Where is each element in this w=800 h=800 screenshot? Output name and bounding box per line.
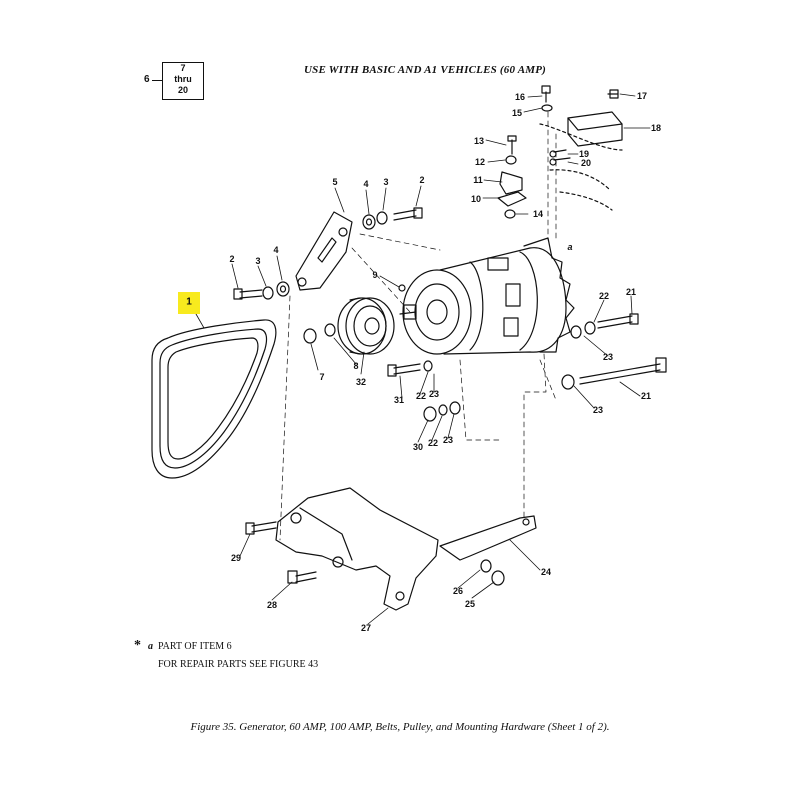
callout-23-right-upper: 23 (602, 352, 614, 362)
callout-22-lower: 22 (427, 438, 439, 448)
wiring-drawing (539, 123, 623, 211)
callout-3-upper: 3 (383, 177, 389, 187)
callout-22-right: 22 (598, 291, 610, 301)
callout-25: 25 (464, 599, 476, 609)
note-repair-parts: FOR REPAIR PARTS SEE FIGURE 43 (158, 659, 319, 670)
callout-16: 16 (514, 92, 526, 102)
callout-3-left: 3 (255, 256, 261, 266)
callout-5: 5 (332, 177, 338, 187)
callout-32: 32 (355, 377, 367, 387)
callout-20: 20 (580, 158, 592, 168)
note-a-mark: a (148, 641, 153, 652)
callout-23-right-lower: 23 (592, 405, 604, 415)
callout-9: 9 (372, 270, 378, 280)
callout-17: 17 (636, 91, 648, 101)
leader-lines (195, 93, 651, 625)
reference-item-number: 6 (144, 74, 150, 85)
callout-4-upper: 4 (363, 179, 369, 189)
callout-21-upper: 21 (625, 287, 637, 297)
adjusting-bracket-drawing (295, 211, 353, 291)
callout-4-left: 4 (273, 245, 279, 255)
callout-10: 10 (470, 194, 482, 204)
callout-1: 1 (186, 296, 192, 308)
callout-2-upper: 2 (419, 175, 425, 185)
callout-30: 30 (412, 442, 424, 452)
generator-drawing (399, 237, 575, 355)
reference-range-box: 7 thru 20 (162, 62, 204, 100)
drive-belt-drawing (151, 319, 277, 479)
callout-15: 15 (511, 108, 523, 118)
figure-caption: Figure 35. Generator, 60 AMP, 100 AMP, B… (190, 721, 610, 733)
reference-range-start: 7 (180, 63, 186, 73)
callout-18: 18 (650, 123, 662, 133)
callout-27: 27 (360, 623, 372, 633)
note-part-of-item: PART OF ITEM 6 (158, 641, 232, 652)
callout-23-middle: 23 (428, 389, 440, 399)
highlighted-callout-box (178, 292, 200, 314)
callout-a: a (567, 242, 573, 252)
pulley-drawing (337, 297, 395, 355)
callout-7: 7 (319, 372, 325, 382)
reference-range-thru: thru (174, 74, 192, 84)
callout-19: 19 (578, 149, 590, 159)
callout-2-left: 2 (229, 254, 235, 264)
alignment-lines (279, 111, 557, 541)
figure-header: USE WITH BASIC AND A1 VEHICLES (60 AMP) (303, 64, 547, 76)
callout-26: 26 (452, 586, 464, 596)
callout-12: 12 (474, 157, 486, 167)
callout-13: 13 (473, 136, 485, 146)
hardware-drawing (233, 85, 667, 586)
callout-23-lower: 23 (442, 435, 454, 445)
reference-pointer-line (152, 80, 162, 81)
callout-31: 31 (393, 395, 405, 405)
mounting-brace-drawing (439, 515, 537, 561)
callout-29: 29 (230, 553, 242, 563)
callout-28: 28 (266, 600, 278, 610)
callout-21-lower: 21 (640, 391, 652, 401)
reference-range-end: 20 (177, 85, 188, 95)
callout-22-middle: 22 (415, 391, 427, 401)
callout-24: 24 (540, 567, 552, 577)
callout-8: 8 (353, 361, 359, 371)
callout-14: 14 (532, 209, 544, 219)
callout-11: 11 (473, 175, 483, 185)
mounting-bracket-drawing (275, 487, 439, 611)
note-star-mark: * (134, 638, 141, 653)
